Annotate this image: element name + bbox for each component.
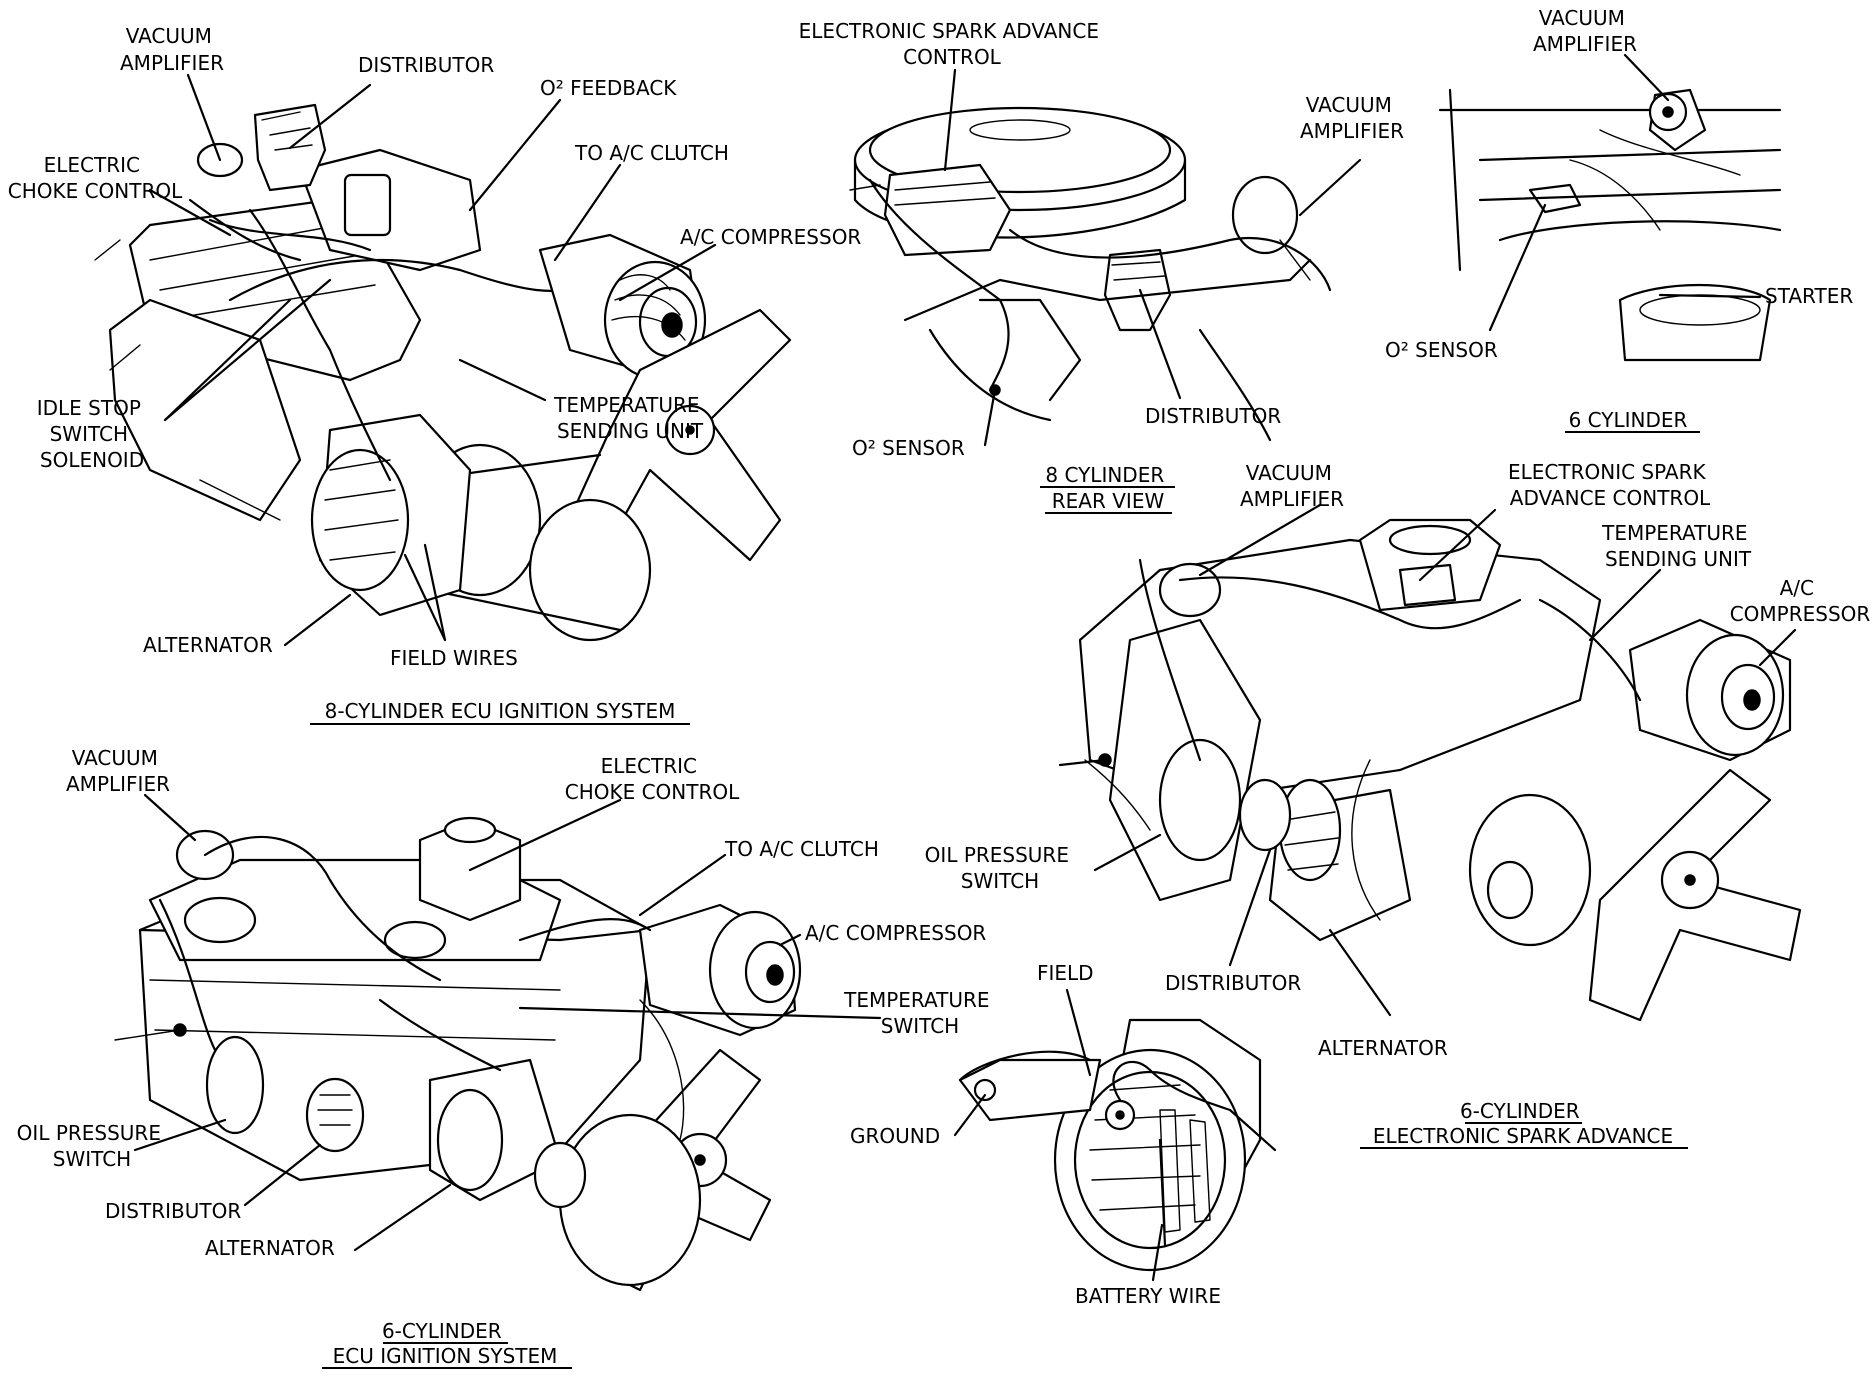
panel-6cyl-detail: VACUUM AMPLIFIER STARTER O² SENSOR 6 CYL…: [1385, 6, 1853, 433]
label-ac-compressor: A/C COMPRESSOR: [1730, 576, 1871, 626]
label-oil-pressure-switch: OIL PRESSURE SWITCH: [17, 1121, 168, 1171]
labels-8cyl-ecu: VACUUM AMPLIFIER DISTRIBUTOR O² FEEDBACK…: [8, 24, 861, 725]
label-vacuum-amplifier: VACUUM AMPLIFIER: [66, 746, 170, 796]
engine-6cyl-ecu-drawing: [114, 816, 802, 1292]
label-electric-choke-control: ELECTRIC CHOKE CONTROL: [8, 153, 183, 203]
label-idle-stop-switch-solenoid: IDLE STOP SWITCH SOLENOID: [37, 396, 148, 472]
label-vacuum-amplifier: VACUUM AMPLIFIER: [1533, 6, 1637, 56]
label-o2-feedback: O² FEEDBACK: [540, 76, 677, 100]
label-vacuum-amplifier: VACUUM AMPLIFIER: [120, 24, 224, 75]
label-vacuum-amplifier: VACUUM AMPLIFIER: [1240, 461, 1344, 511]
label-o2-sensor: O² SENSOR: [1385, 338, 1498, 362]
label-electronic-spark-advance-control: ELECTRONIC SPARK ADVANCE CONTROL: [1508, 460, 1712, 510]
engine-6cyl-detail-drawing: [1438, 88, 1782, 362]
label-distributor: DISTRIBUTOR: [1145, 404, 1281, 428]
label-ground: GROUND: [850, 1124, 940, 1148]
leaders-alternator-detail: [953, 988, 1164, 1282]
leaders-6cyl-ecu: [133, 793, 882, 1252]
label-battery-wire: BATTERY WIRE: [1075, 1284, 1221, 1308]
panel-6cyl-electronic-spark-advance: VACUUM AMPLIFIER ELECTRONIC SPARK ADVANC…: [925, 460, 1871, 1149]
label-alternator: ALTERNATOR: [1318, 1036, 1448, 1060]
leaders-8cyl-rear: [943, 68, 1362, 447]
label-field-wires: FIELD WIRES: [390, 646, 518, 670]
label-alternator: ALTERNATOR: [205, 1236, 335, 1260]
panel-8cyl-rear-view: ELECTRONIC SPARK ADVANCE CONTROL VACUUM …: [799, 19, 1404, 514]
panel-title-6cyl: 6 CYLINDER: [1569, 408, 1688, 432]
label-o2-sensor: O² SENSOR: [852, 436, 965, 460]
panel-title-8cyl-rear: 8 CYLINDER REAR VIEW: [1045, 463, 1170, 513]
label-distributor: DISTRIBUTOR: [358, 53, 494, 77]
label-alternator: ALTERNATOR: [143, 633, 273, 657]
label-temperature-sending-unit: TEMPERATURE SENDING UNIT: [553, 393, 706, 443]
panel-alternator-detail: FIELD GROUND BATTERY WIRE: [850, 961, 1277, 1308]
label-oil-pressure-switch: OIL PRESSURE SWITCH: [925, 843, 1076, 893]
label-ac-compressor: A/C COMPRESSOR: [805, 921, 986, 945]
labels-alternator-detail: FIELD GROUND BATTERY WIRE: [850, 961, 1221, 1308]
leaders-6cyl-detail: [1488, 53, 1762, 332]
leaders-6cyl-esa: [1093, 503, 1797, 1017]
panel-title-6cyl-ecu: 6-CYLINDER ECU IGNITION SYSTEM: [333, 1319, 558, 1368]
label-to-ac-clutch: TO A/C CLUTCH: [724, 837, 879, 861]
label-to-ac-clutch: TO A/C CLUTCH: [574, 141, 729, 165]
label-distributor: DISTRIBUTOR: [1165, 971, 1301, 995]
label-ac-compressor: A/C COMPRESSOR: [680, 225, 861, 249]
panel-title-6cyl-esa: 6-CYLINDER ELECTRONIC SPARK ADVANCE: [1373, 1099, 1673, 1148]
panel-6cyl-ecu-ignition: VACUUM AMPLIFIER ELECTRIC CHOKE CONTROL …: [17, 746, 996, 1369]
panel-title-8cyl-ecu: 8-CYLINDER ECU IGNITION SYSTEM: [325, 699, 676, 723]
label-distributor: DISTRIBUTOR: [105, 1199, 241, 1223]
labels-8cyl-rear: ELECTRONIC SPARK ADVANCE CONTROL VACUUM …: [799, 19, 1404, 514]
engine-6cyl-esa-drawing: [1058, 518, 1802, 1022]
label-vacuum-amplifier: VACUUM AMPLIFIER: [1300, 93, 1404, 143]
label-temperature-sending-unit: TEMPERATURE SENDING UNIT: [1601, 521, 1754, 571]
engine-8cyl-drawing: [94, 103, 792, 642]
labels-6cyl-ecu: VACUUM AMPLIFIER ELECTRIC CHOKE CONTROL …: [17, 746, 996, 1369]
label-temperature-switch: TEMPERATURE SWITCH: [843, 988, 996, 1038]
panel-8cyl-ecu-ignition: VACUUM AMPLIFIER DISTRIBUTOR O² FEEDBACK…: [8, 24, 861, 725]
leaders-8cyl-ecu: [148, 73, 717, 647]
label-field: FIELD: [1037, 961, 1094, 985]
label-starter: STARTER: [1765, 284, 1853, 308]
label-electric-choke-control: ELECTRIC CHOKE CONTROL: [565, 754, 740, 804]
label-electronic-spark-advance-control: ELECTRONIC SPARK ADVANCE CONTROL: [799, 19, 1106, 69]
labels-6cyl-detail: VACUUM AMPLIFIER STARTER O² SENSOR 6 CYL…: [1385, 6, 1853, 433]
labels-6cyl-esa: VACUUM AMPLIFIER ELECTRONIC SPARK ADVANC…: [925, 460, 1871, 1149]
engine-8cyl-rear-drawing: [849, 106, 1332, 442]
alternator-detail-drawing: [958, 1018, 1277, 1272]
